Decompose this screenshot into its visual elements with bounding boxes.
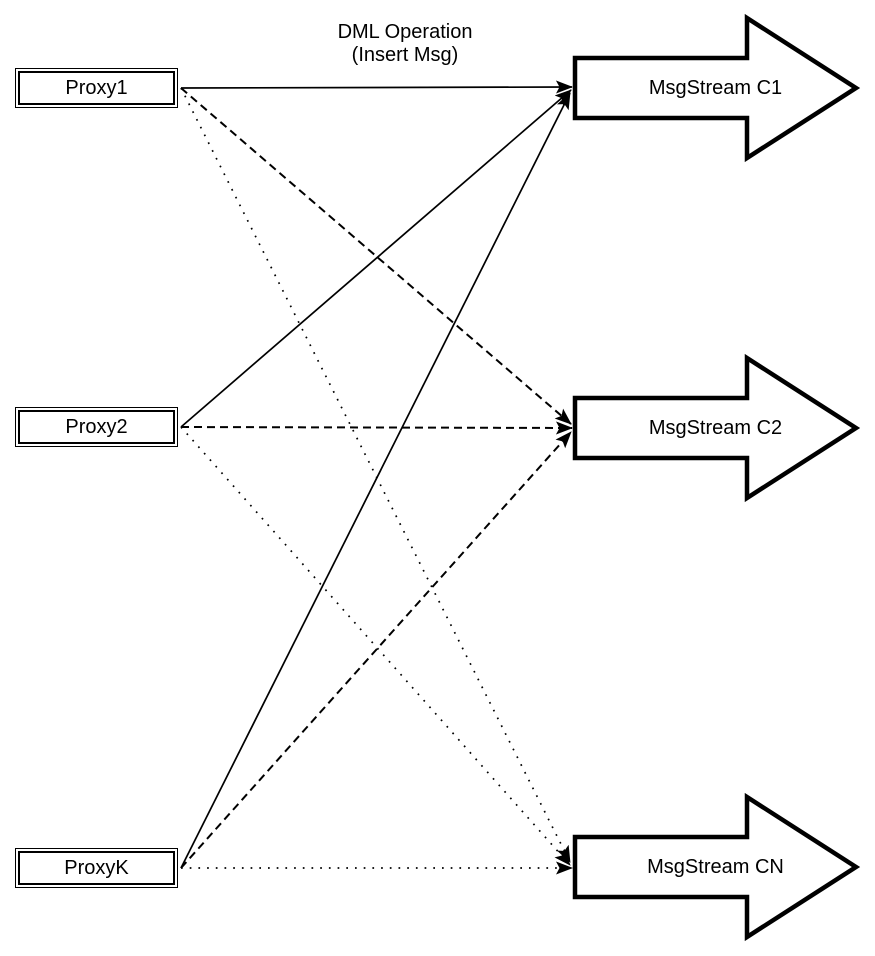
- edge-proxy1-to-msgstream-cn: [180, 87, 571, 863]
- msgstream-c2-block-arrow: [572, 353, 861, 503]
- edge-label-line1: DML Operation: [337, 21, 473, 43]
- edge-proxy1-to-msgstream-c1: [180, 80, 573, 94]
- msgstream-c1-label: MsgStream C1: [648, 76, 783, 99]
- msgstream-cn-label: MsgStream CN: [647, 855, 784, 878]
- node-proxy1-label: Proxy1: [65, 76, 128, 99]
- node-proxy1: Proxy1: [18, 71, 175, 105]
- msgstream-c2-label: MsgStream C2: [648, 416, 783, 439]
- edge-proxyk-to-msgstream-c1: [180, 92, 571, 869]
- node-proxyk: ProxyK: [18, 851, 175, 885]
- edge-proxyk-to-msgstream-c2: [180, 431, 572, 869]
- edge-proxy2-to-msgstream-cn: [180, 426, 571, 866]
- edge-label-dml-operation: DML Operation (Insert Msg): [285, 21, 525, 67]
- edge-proxy2-to-msgstream-c2: [180, 421, 573, 435]
- edge-proxy2-to-msgstream-c1: [180, 89, 572, 428]
- edge-proxy1-to-msgstream-c2: [180, 87, 572, 425]
- msgstream-c1-block-arrow: [572, 13, 861, 163]
- node-proxyk-label: ProxyK: [64, 856, 129, 879]
- node-proxy2-label: Proxy2: [65, 415, 128, 438]
- node-proxy2: Proxy2: [18, 410, 175, 444]
- edge-label-line2: (Insert Msg): [351, 44, 459, 66]
- msgstream-cn-block-arrow: [572, 792, 861, 942]
